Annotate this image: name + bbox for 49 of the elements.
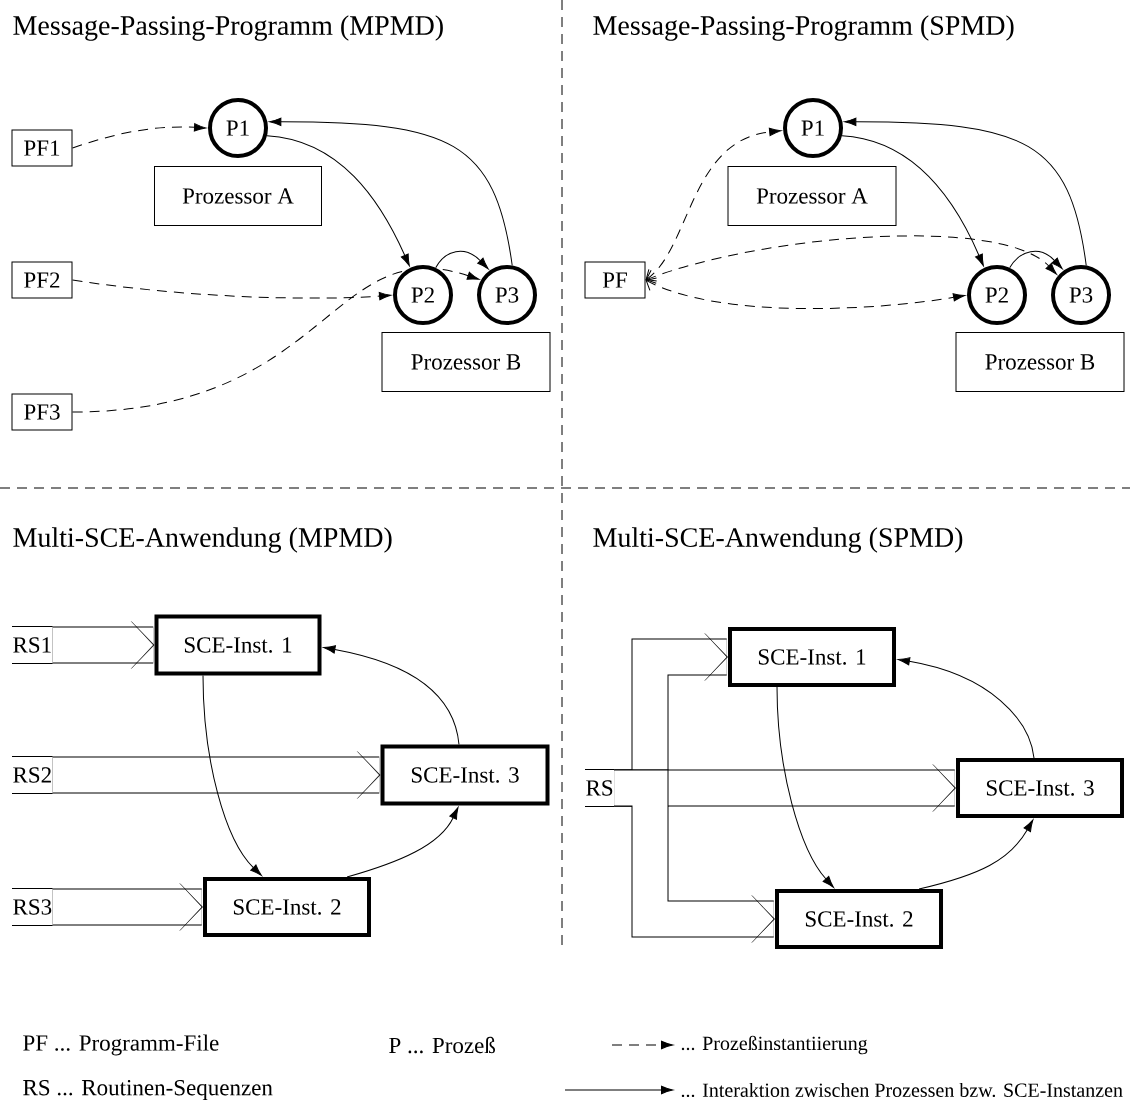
double-line-arrow — [52, 621, 155, 669]
arrow — [776, 686, 834, 888]
double-line-arrow — [52, 751, 381, 799]
labeled-box: PF2 — [11, 261, 73, 299]
arrow — [844, 117, 1087, 266]
sequence-label: RS2 — [11, 756, 54, 794]
arrow — [266, 135, 410, 267]
arrow — [346, 807, 459, 878]
sequence-label: RS — [584, 769, 615, 807]
legend-label: ... Interaktion zwischen Prozessen bzw. SCE-Instanzen — [681, 1082, 1123, 1098]
labeled-box: PF — [584, 261, 646, 299]
section-heading: Multi-SCE-Anwendung (MPMD) — [13, 527, 392, 553]
labeled-box: Prozessor A — [727, 166, 897, 226]
instance-box: SCE-Inst. 1 — [728, 627, 896, 687]
section-heading: Message-Passing-Programm (MPMD) — [13, 15, 443, 41]
abbreviation-note: P ... Prozeß — [389, 1036, 495, 1054]
double-line-arrow — [614, 769, 775, 943]
abbreviation-note: PF ... Programm-File — [23, 1034, 219, 1056]
labeled-box: Prozessor B — [955, 332, 1125, 392]
sequence-label: RS3 — [11, 888, 54, 926]
arrow — [72, 123, 207, 149]
arrow — [841, 135, 984, 267]
arrow — [72, 268, 480, 413]
labeled-box: PF1 — [11, 129, 73, 167]
instance-box: SCE-Inst. 1 — [154, 614, 322, 676]
arrow — [323, 645, 460, 745]
double-line-arrow — [52, 883, 203, 931]
arrow — [645, 127, 782, 282]
section-heading: Multi-SCE-Anwendung (SPMD) — [593, 527, 963, 553]
instance-box: SCE-Inst. 2 — [203, 877, 371, 937]
legend-label: ... Prozeßinstantiierung — [681, 1035, 868, 1055]
sequence-label: RS1 — [11, 626, 54, 664]
arrow — [645, 277, 966, 309]
arrow — [72, 279, 392, 301]
arrow — [202, 675, 262, 876]
arrow — [897, 657, 1035, 759]
arrow — [435, 250, 489, 270]
section-heading: Message-Passing-Programm (SPMD) — [593, 15, 1014, 41]
labeled-box: Prozessor A — [154, 166, 322, 226]
arrow — [1009, 250, 1063, 270]
instance-box: SCE-Inst. 3 — [956, 758, 1124, 818]
arrow — [918, 819, 1034, 890]
arrow — [645, 235, 1057, 284]
instance-box: SCE-Inst. 3 — [380, 744, 550, 806]
labeled-box: Prozessor B — [381, 332, 551, 392]
abbreviation-note: RS ... Routinen-Sequenzen — [23, 1079, 273, 1101]
arrow — [269, 117, 513, 266]
labeled-box: PF3 — [11, 393, 73, 431]
instance-box: SCE-Inst. 2 — [775, 889, 943, 949]
